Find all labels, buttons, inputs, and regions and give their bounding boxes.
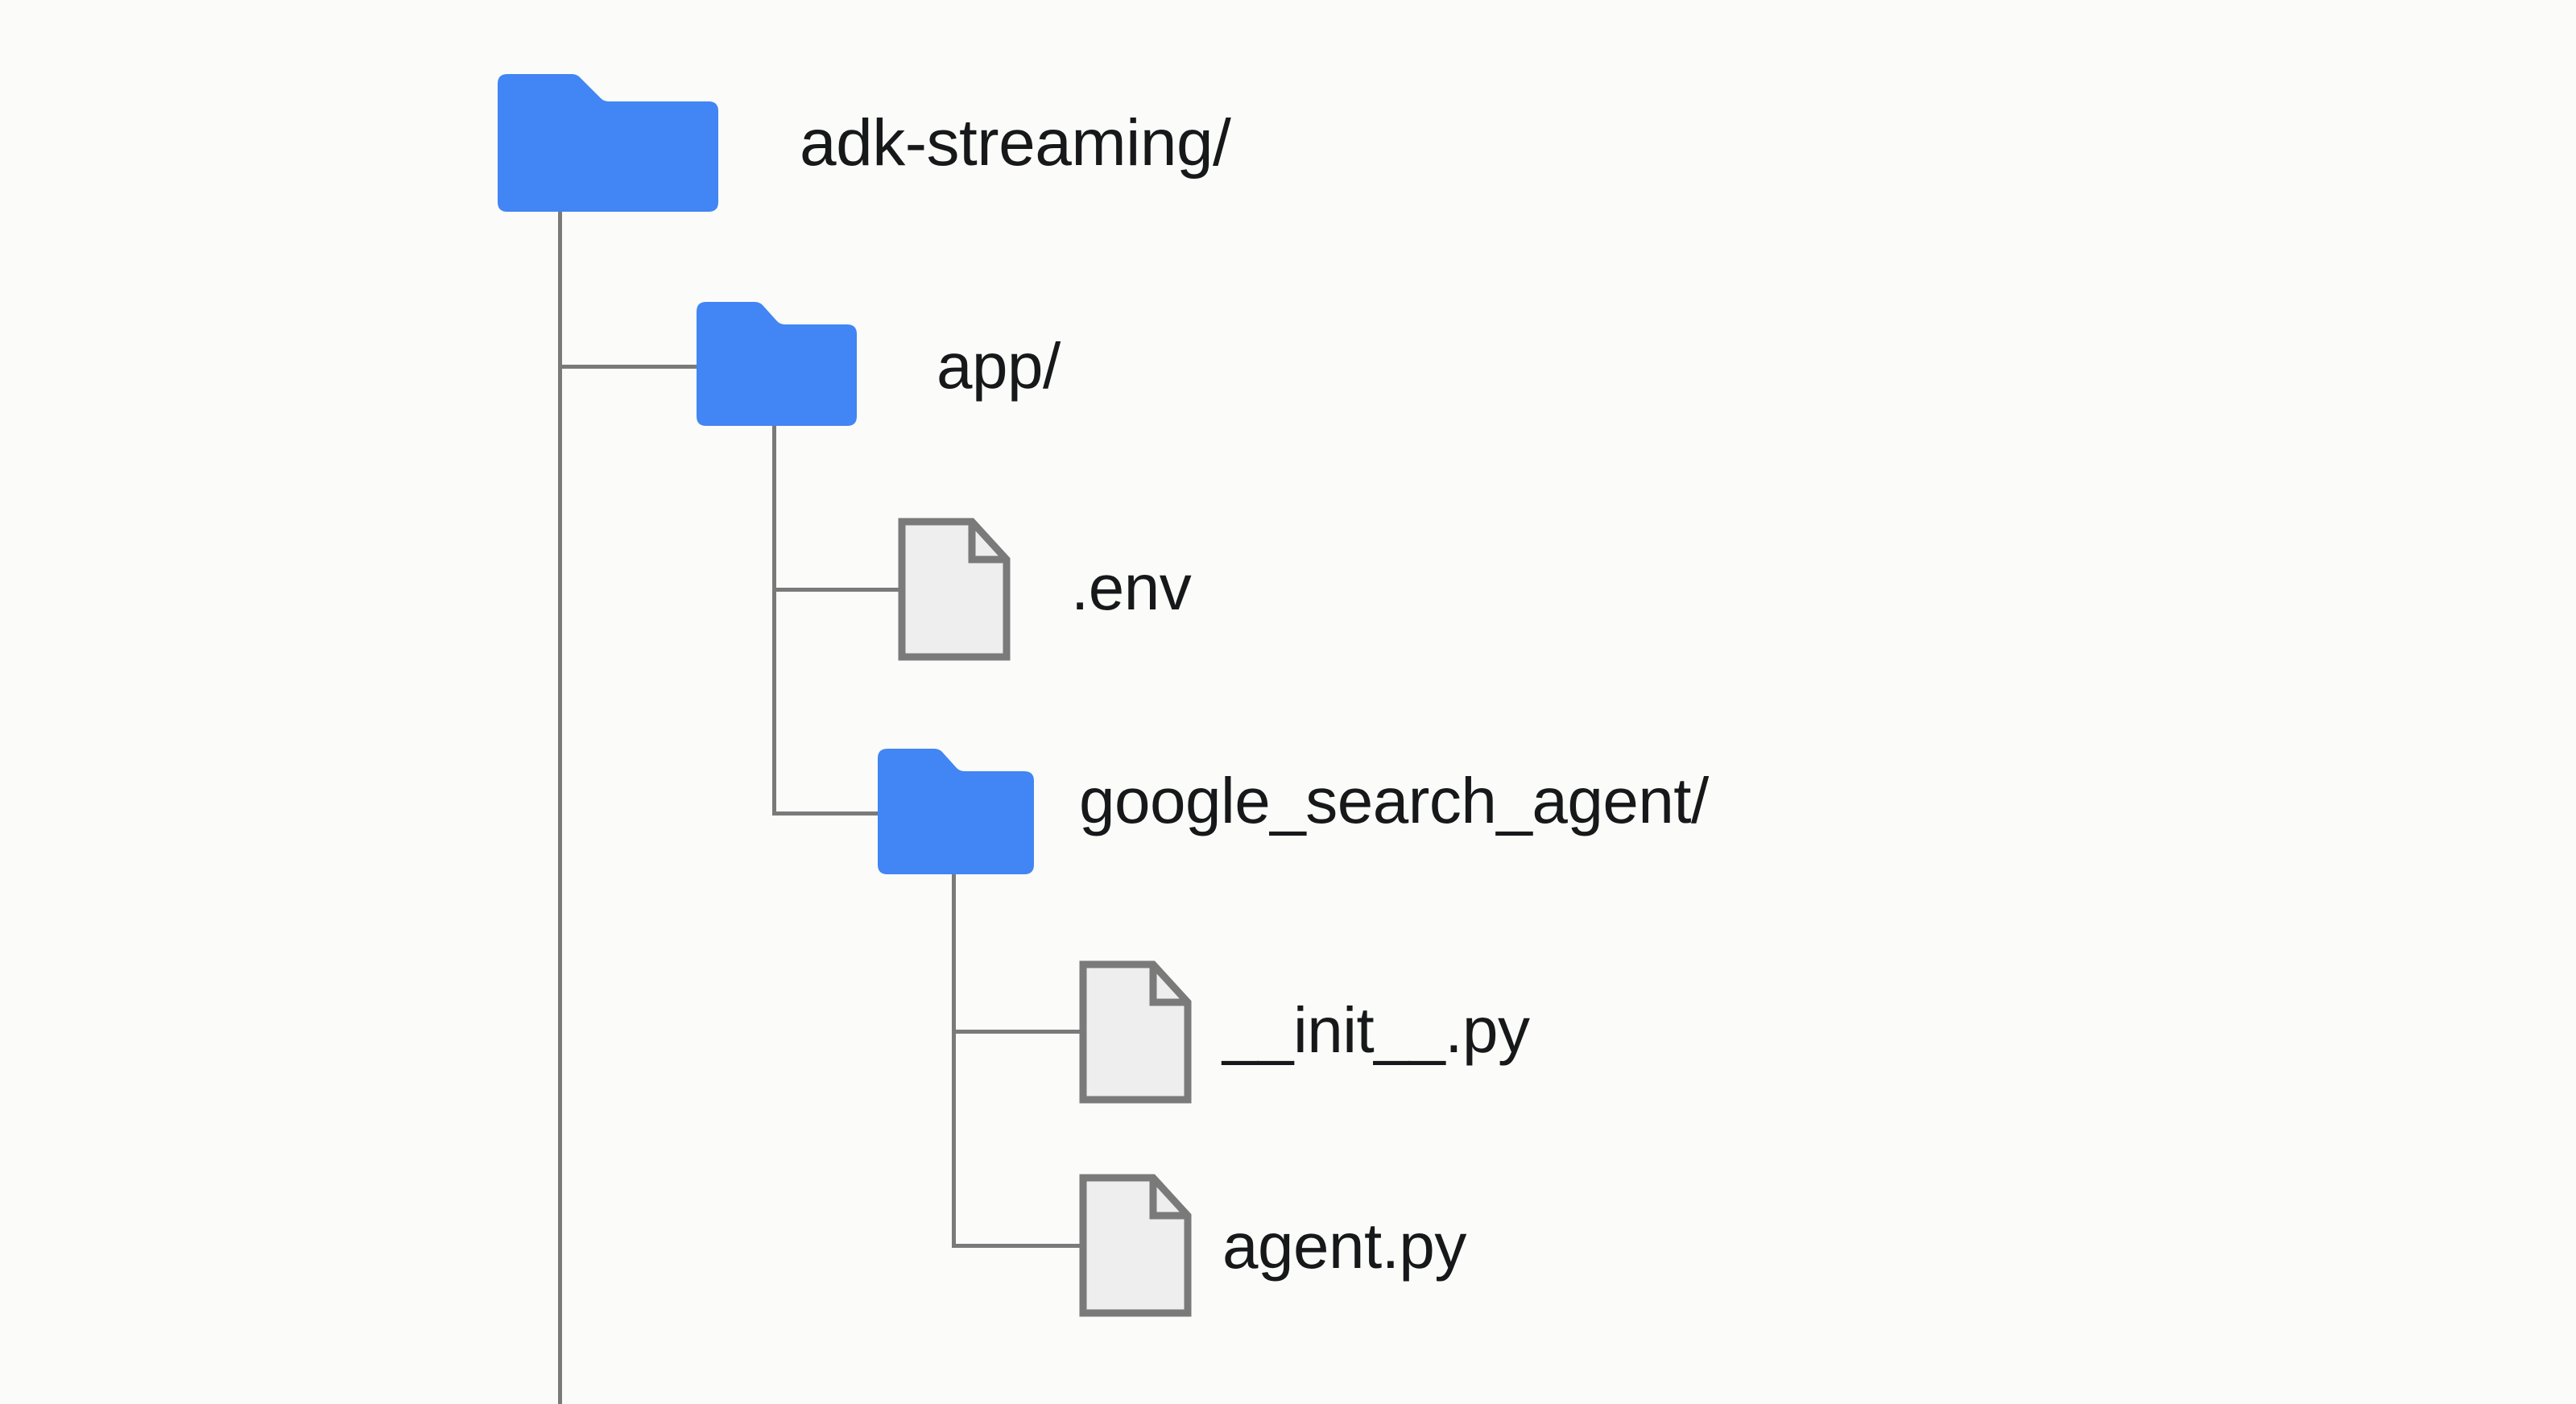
folder-icon[interactable] [488, 72, 718, 213]
node-label-app: app/ [937, 330, 1061, 402]
connector-trunk-root [558, 208, 562, 1404]
node-label-adk-streaming: adk-streaming/ [800, 106, 1231, 180]
node-label-env: .env [1071, 551, 1192, 623]
folder-icon[interactable] [693, 300, 857, 427]
node-label-google-search-agent: google_search_agent/ [1079, 765, 1709, 836]
connector-branch-init-py [952, 1030, 1084, 1034]
connector-branch-app [558, 365, 701, 369]
file-icon[interactable] [898, 518, 1011, 661]
connector-trunk-app [772, 421, 776, 592]
connector-branch-env [772, 588, 903, 592]
connector-branch-agent-py [952, 1244, 1084, 1248]
connector-trunk-app-lower [772, 588, 776, 816]
connector-branch-google-search-agent [772, 811, 882, 816]
node-label-agent-py: agent.py [1222, 1210, 1466, 1282]
node-label-init-py: __init__.py [1222, 994, 1530, 1066]
file-icon[interactable] [1079, 1174, 1192, 1317]
file-icon[interactable] [1079, 960, 1192, 1104]
folder-icon[interactable] [875, 747, 1034, 876]
connector-trunk-google-search-agent [952, 869, 956, 1248]
